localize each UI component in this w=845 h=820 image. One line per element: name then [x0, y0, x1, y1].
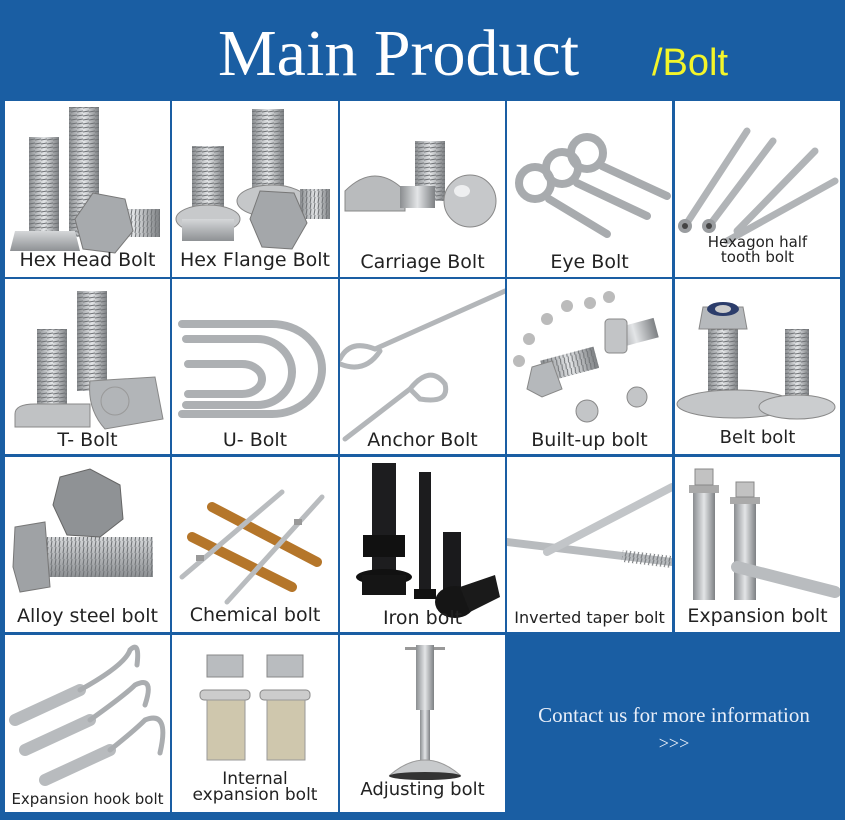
product-card-expansion-hook-bolt[interactable]: Expansion hook bolt — [5, 635, 170, 812]
product-label: Internal expansion bolt — [192, 769, 318, 805]
built-up-bolt-icon — [513, 291, 659, 423]
product-card-built-up-bolt[interactable]: Built-up bolt — [507, 279, 672, 454]
product-card-inverted-taper-bolt[interactable]: Inverted taper bolt — [507, 457, 672, 632]
product-label: Expansion bolt — [687, 605, 828, 627]
page-subtitle: /Bolt — [652, 42, 729, 84]
internal-expansion-bolt-icon — [199, 654, 311, 761]
product-card-u-bolt[interactable]: U- Bolt — [172, 279, 338, 454]
product-label: Hexagon half tooth bolt — [707, 233, 808, 266]
product-label: Carriage Bolt — [360, 251, 485, 273]
hexagon-half-tooth-bolt-icon — [678, 127, 839, 245]
expansion-bolt-icon — [689, 468, 840, 600]
product-card-hex-head-bolt[interactable]: Hex Head Bolt — [5, 101, 170, 277]
product-card-hexagon-half-tooth-bolt[interactable]: Hexagon half tooth bolt — [675, 101, 840, 277]
product-label: Inverted taper bolt — [514, 608, 665, 627]
product-label: Anchor Bolt — [367, 429, 478, 451]
product-label: Belt bolt — [719, 427, 796, 448]
product-label: Hex Head Bolt — [19, 249, 156, 271]
product-label: Expansion hook bolt — [11, 790, 164, 808]
product-label: Iron bolt — [382, 607, 463, 629]
product-label: U- Bolt — [222, 429, 288, 451]
inverted-taper-bolt-icon — [507, 483, 672, 569]
hex-flange-bolt-icon — [175, 109, 330, 250]
product-card-hex-flange-bolt[interactable]: Hex Flange Bolt — [172, 101, 338, 277]
product-label: Alloy steel bolt — [17, 605, 158, 627]
adjusting-bolt-icon — [388, 645, 462, 780]
product-label: Eye Bolt — [550, 251, 629, 273]
alloy-steel-bolt-icon — [12, 468, 153, 593]
t-bolt-icon — [14, 291, 164, 430]
product-card-belt-bolt[interactable]: Belt bolt — [675, 279, 840, 454]
product-label: Chemical bolt — [189, 604, 321, 626]
iron-bolt-icon — [356, 463, 500, 618]
u-bolt-icon — [178, 320, 326, 418]
product-card-carriage-bolt[interactable]: Carriage Bolt — [340, 101, 505, 277]
product-label: T- Bolt — [57, 429, 118, 451]
hex-head-bolt-icon — [10, 107, 160, 254]
product-label: Adjusting bolt — [360, 779, 485, 800]
chemical-bolt-icon — [179, 489, 325, 605]
page-title: Main Product — [218, 17, 580, 90]
product-card-expansion-bolt[interactable]: Expansion bolt — [675, 457, 840, 632]
product-label: Built-up bolt — [531, 429, 648, 451]
product-card-t-bolt[interactable]: T- Bolt — [5, 279, 170, 454]
carriage-bolt-icon — [344, 141, 497, 228]
product-card-iron-bolt[interactable]: Iron bolt — [340, 457, 505, 632]
header-banner: Main Product /Bolt — [0, 0, 845, 99]
anchor-bolt-icon — [340, 288, 505, 442]
more-arrows-icon[interactable]: >>> — [658, 733, 690, 753]
product-card-adjusting-bolt[interactable]: Adjusting bolt — [340, 635, 505, 812]
contact-text[interactable]: Contact us for more information — [538, 703, 810, 727]
product-card-alloy-steel-bolt[interactable]: Alloy steel bolt — [5, 457, 170, 632]
product-card-chemical-bolt[interactable]: Chemical bolt — [172, 457, 338, 632]
expansion-hook-bolt-icon — [9, 644, 166, 786]
product-card-anchor-bolt[interactable]: Anchor Bolt — [340, 279, 505, 454]
eye-bolt-icon — [515, 133, 671, 238]
product-card-eye-bolt[interactable]: Eye Bolt — [507, 101, 672, 277]
product-card-internal-expansion-bolt[interactable]: Internal expansion bolt — [172, 635, 338, 812]
contact-panel[interactable]: Contact us for more information >>> — [507, 635, 841, 813]
product-label: Hex Flange Bolt — [180, 249, 330, 271]
belt-bolt-icon — [676, 302, 836, 420]
